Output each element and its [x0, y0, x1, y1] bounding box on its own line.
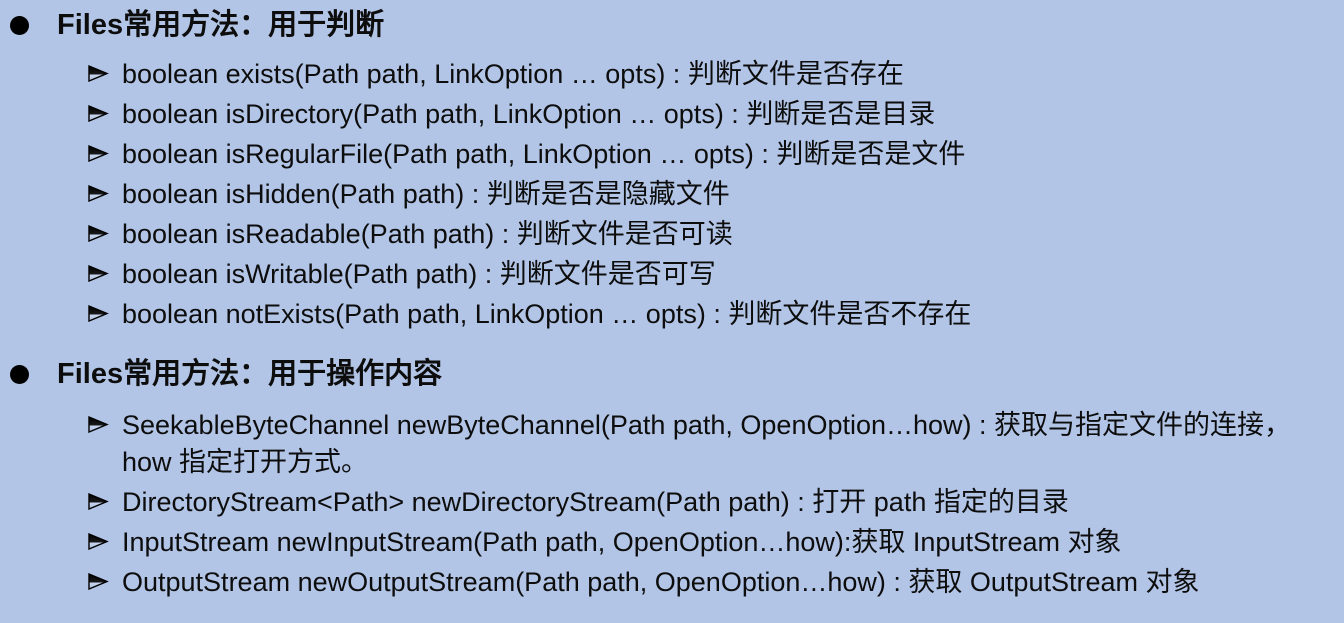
method-signature: boolean isRegularFile(Path path, LinkOpt… — [122, 139, 777, 169]
list-item: boolean isHidden(Path path) : 判断是否是隐藏文件 — [88, 176, 1336, 213]
method-description: 判断文件是否可写 — [499, 259, 716, 289]
method-description: 获取 OutputStream 对象 — [908, 567, 1200, 597]
method-signature: boolean isDirectory(Path path, LinkOptio… — [122, 99, 747, 129]
arrowhead-bullet-icon — [88, 407, 122, 438]
list-item: boolean notExists(Path path, LinkOption … — [88, 296, 1336, 333]
section-judgement: Files常用方法：用于判断 boolean exists(Path path,… — [8, 6, 1336, 333]
method-entry: InputStream newInputStream(Path path, Op… — [122, 524, 1336, 561]
method-description: 获取 InputStream 对象 — [851, 527, 1122, 557]
list-item: SeekableByteChannel newByteChannel(Path … — [88, 407, 1336, 481]
list-item: InputStream newInputStream(Path path, Op… — [88, 524, 1336, 561]
list-item: boolean isDirectory(Path path, LinkOptio… — [88, 96, 1336, 133]
method-signature: boolean isWritable(Path path) : — [122, 259, 500, 289]
section-heading: Files常用方法：用于操作内容 — [8, 355, 1336, 393]
method-description: 打开 path 指定的目录 — [812, 487, 1069, 517]
method-entry: boolean isDirectory(Path path, LinkOptio… — [122, 96, 1336, 133]
method-signature: DirectoryStream<Path> newDirectoryStream… — [122, 487, 813, 517]
method-entry: DirectoryStream<Path> newDirectoryStream… — [122, 484, 1336, 521]
method-description: 判断是否是目录 — [746, 99, 936, 129]
section-title: Files常用方法：用于判断 — [57, 9, 385, 41]
section-heading: Files常用方法：用于判断 — [8, 6, 1336, 44]
method-entry: boolean notExists(Path path, LinkOption … — [122, 296, 1336, 333]
method-list: boolean exists(Path path, LinkOption … o… — [88, 56, 1336, 333]
method-entry: SeekableByteChannel newByteChannel(Path … — [122, 407, 1336, 481]
arrowhead-bullet-icon — [88, 216, 122, 247]
list-item: DirectoryStream<Path> newDirectoryStream… — [88, 484, 1336, 521]
arrowhead-bullet-icon — [88, 136, 122, 167]
list-item: boolean isRegularFile(Path path, LinkOpt… — [88, 136, 1336, 173]
method-signature: boolean isReadable(Path path) : — [122, 219, 517, 249]
list-item: boolean isWritable(Path path) : 判断文件是否可写 — [88, 256, 1336, 293]
method-description: 判断是否是隐藏文件 — [486, 179, 730, 209]
method-description: 判断文件是否可读 — [516, 219, 733, 249]
method-entry: OutputStream newOutputStream(Path path, … — [122, 564, 1336, 601]
list-item: boolean exists(Path path, LinkOption … o… — [88, 56, 1336, 93]
list-item: boolean isReadable(Path path) : 判断文件是否可读 — [88, 216, 1336, 253]
arrowhead-bullet-icon — [88, 56, 122, 87]
arrowhead-bullet-icon — [88, 564, 122, 595]
method-signature: boolean exists(Path path, LinkOption … o… — [122, 59, 688, 89]
arrowhead-bullet-icon — [88, 176, 122, 207]
method-description: 判断是否是文件 — [776, 139, 966, 169]
method-entry: boolean isRegularFile(Path path, LinkOpt… — [122, 136, 1336, 173]
method-entry: boolean exists(Path path, LinkOption … o… — [122, 56, 1336, 93]
method-signature: SeekableByteChannel newByteChannel(Path … — [122, 410, 995, 440]
method-entry: boolean isReadable(Path path) : 判断文件是否可读 — [122, 216, 1336, 253]
method-description: 判断文件是否存在 — [687, 59, 904, 89]
arrowhead-bullet-icon — [88, 484, 122, 515]
section-title: Files常用方法：用于操作内容 — [57, 358, 443, 390]
section-content-operations: Files常用方法：用于操作内容 SeekableByteChannel new… — [8, 355, 1336, 601]
circle-bullet-icon — [10, 364, 29, 384]
method-description: 获取与指定文件的连接，how 指定打开方式。 — [122, 410, 1292, 477]
arrowhead-bullet-icon — [88, 256, 122, 287]
method-signature: boolean notExists(Path path, LinkOption … — [122, 299, 729, 329]
method-entry: boolean isHidden(Path path) : 判断是否是隐藏文件 — [122, 176, 1336, 213]
arrowhead-bullet-icon — [88, 96, 122, 127]
method-description: 判断文件是否不存在 — [728, 299, 972, 329]
circle-bullet-icon — [10, 15, 29, 35]
method-signature: InputStream newInputStream(Path path, Op… — [122, 527, 852, 557]
method-entry: boolean isWritable(Path path) : 判断文件是否可写 — [122, 256, 1336, 293]
method-list: SeekableByteChannel newByteChannel(Path … — [88, 407, 1336, 601]
arrowhead-bullet-icon — [88, 296, 122, 327]
list-item: OutputStream newOutputStream(Path path, … — [88, 564, 1336, 601]
method-signature: boolean isHidden(Path path) : — [122, 179, 487, 209]
method-signature: OutputStream newOutputStream(Path path, … — [122, 567, 909, 597]
arrowhead-bullet-icon — [88, 524, 122, 555]
